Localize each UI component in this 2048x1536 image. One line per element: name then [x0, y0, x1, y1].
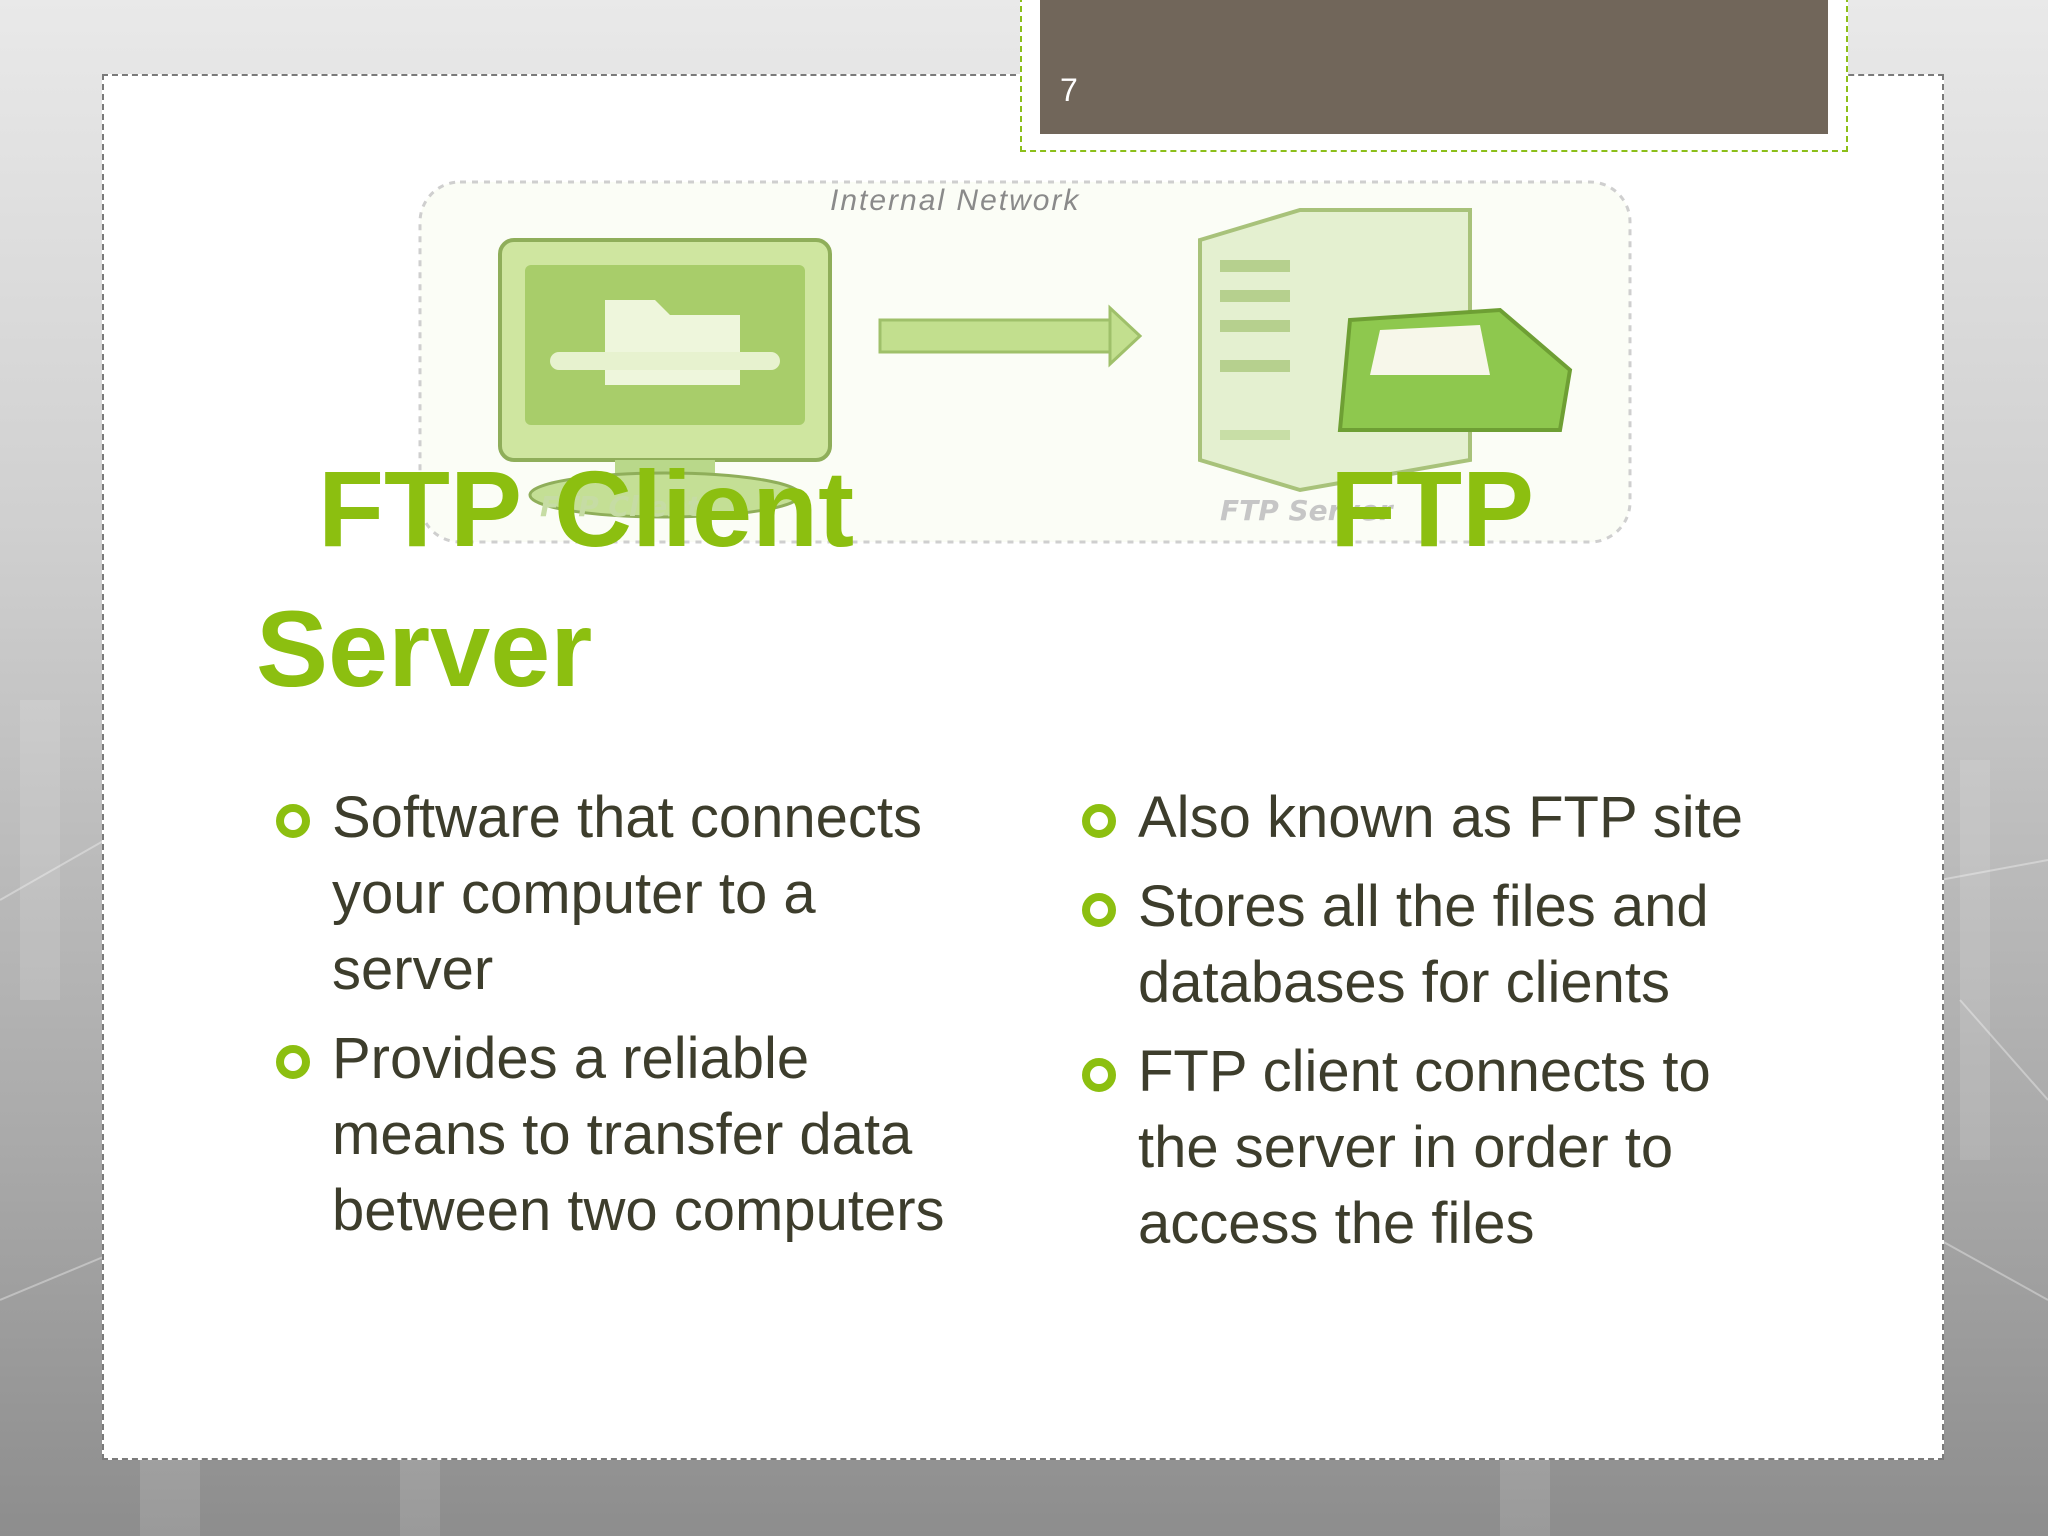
computer-monitor-folder-icon: [498, 238, 832, 519]
bullet-text: FTP client connects to the server in ord…: [1138, 1039, 1711, 1256]
slide-title-line-1: FTP Client FTP: [318, 448, 1535, 569]
bullet-text: Also known as FTP site: [1138, 785, 1743, 850]
bullet-circle-icon: [276, 804, 310, 838]
slide-title-line-2: Server: [256, 588, 593, 709]
svg-text:FTP Client: FTP Client: [540, 490, 702, 523]
list-item: Provides a reliable means to transfer da…: [272, 1021, 992, 1249]
bullet-circle-icon: [1082, 893, 1116, 927]
list-item: FTP client connects to the server in ord…: [1078, 1034, 1798, 1262]
page-number: 7: [1060, 72, 1078, 108]
bullet-text: Provides a reliable means to transfer da…: [332, 1026, 945, 1243]
bullet-circle-icon: [276, 1045, 310, 1079]
page-number-box: [1040, 0, 1828, 134]
svg-text:FTP Server: FTP Server: [1220, 494, 1395, 527]
ftp-network-diagram: FTP Client FTP Server: [418, 180, 1632, 544]
bullet-text: Stores all the files and databases for c…: [1138, 874, 1709, 1015]
bullet-circle-icon: [1082, 804, 1116, 838]
bullet-circle-icon: [1082, 1058, 1116, 1092]
diagram-network-label: Internal Network: [830, 184, 1081, 217]
server-tower-folder-icon: [1198, 208, 1573, 493]
right-arrow-icon: [878, 304, 1143, 368]
list-item: Also known as FTP site: [1078, 780, 1798, 856]
bullet-text: Software that connects your computer to …: [332, 785, 922, 1002]
right-bullet-list: Also known as FTP site Stores all the fi…: [1078, 780, 1798, 1275]
list-item: Stores all the files and databases for c…: [1078, 869, 1798, 1021]
list-item: Software that connects your computer to …: [272, 780, 992, 1008]
left-bullet-list: Software that connects your computer to …: [272, 780, 992, 1262]
